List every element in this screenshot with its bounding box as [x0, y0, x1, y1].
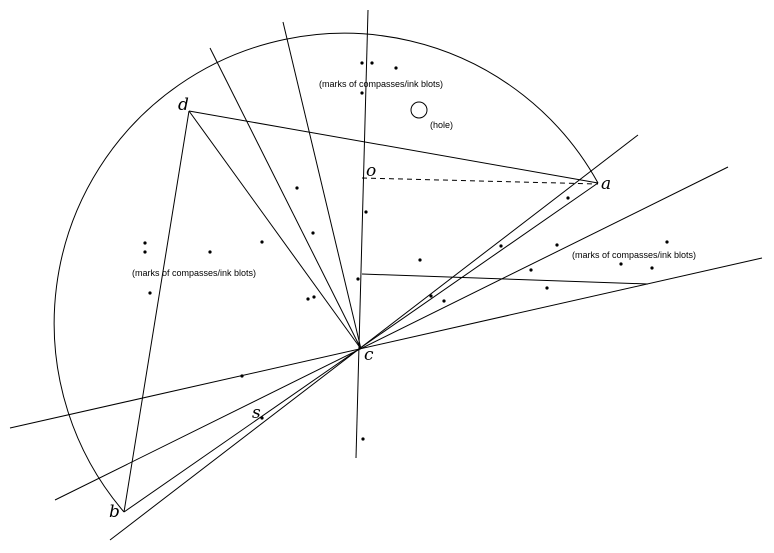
line-through-c-1: [109, 134, 639, 541]
label-c: c: [364, 345, 374, 365]
line-d-b: [123, 110, 190, 513]
hole-circle: [410, 101, 428, 119]
label-b: b: [109, 502, 120, 522]
vertical-line: [355, 9, 369, 459]
circle-arc: [53, 32, 599, 513]
label-s: s: [252, 403, 261, 423]
ink-dots: [143, 61, 669, 441]
line-c-upper-left-2: [282, 21, 362, 350]
label-o: o: [366, 161, 376, 181]
dashed-o-a: [361, 177, 599, 185]
label-d: d: [178, 95, 189, 115]
line-c-upper-left-1: [209, 47, 362, 350]
line-through-c-2: [54, 166, 729, 501]
note-right: (marks of compasses/ink blots): [572, 250, 696, 260]
line-through-c-3: [9, 257, 763, 429]
label-a: a: [601, 174, 611, 194]
line-d-c: [188, 110, 362, 350]
horizontal-segment: [361, 273, 649, 285]
note-hole: (hole): [430, 120, 453, 130]
line-d-a: [188, 110, 599, 184]
note-left: (marks of compasses/ink blots): [132, 268, 256, 278]
note-top: (marks of compasses/ink blots): [319, 79, 443, 89]
